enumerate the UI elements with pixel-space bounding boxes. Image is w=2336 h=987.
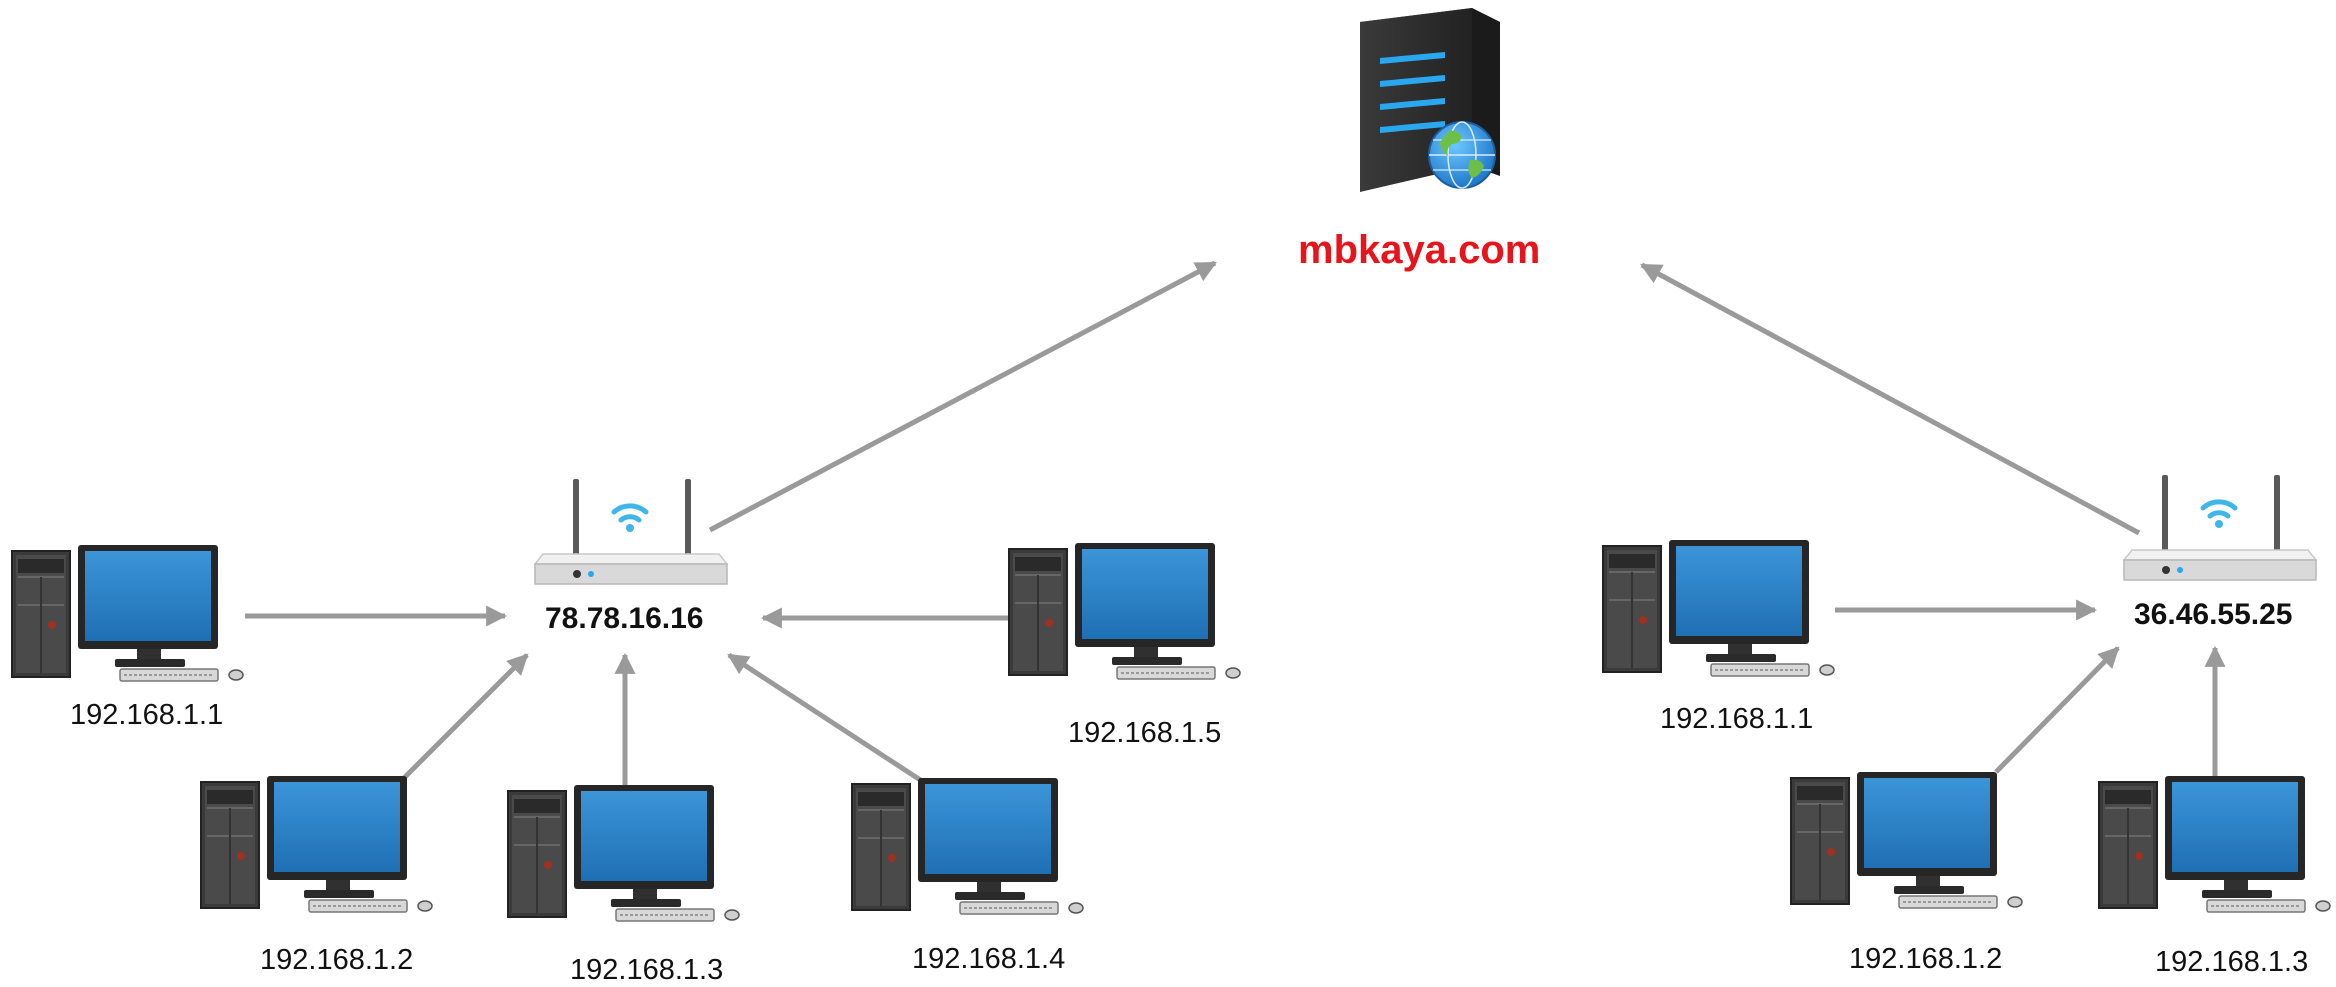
host-ip-label: 192.168.1.2 bbox=[260, 944, 414, 976]
host-ip-label: 192.168.1.2 bbox=[1849, 943, 2003, 975]
host-ip-label: 192.168.1.4 bbox=[912, 943, 1066, 975]
desktop-computer-icon bbox=[1008, 542, 1241, 680]
arrow-router-right-to-server bbox=[1640, 262, 2141, 536]
desktop-computer-icon bbox=[1602, 539, 1835, 677]
wifi-router-icon bbox=[535, 479, 727, 584]
desktop-computer-icon bbox=[2098, 775, 2331, 913]
host-ip-label: 192.168.1.3 bbox=[570, 954, 724, 986]
desktop-computer-icon bbox=[851, 777, 1084, 915]
desktop-computer-icon bbox=[1790, 771, 2023, 909]
host-ip-label: 192.168.1.3 bbox=[2155, 946, 2309, 978]
arrow-pc4-to-router-left bbox=[727, 652, 930, 788]
host-ip-label: 192.168.1.1 bbox=[70, 699, 224, 731]
desktop-computer-icon bbox=[200, 775, 433, 913]
host-ip-label: 192.168.1.5 bbox=[1068, 717, 1222, 749]
arrow-router-left-to-server bbox=[708, 260, 1217, 533]
desktop-computer-icon bbox=[11, 544, 244, 682]
server-domain-label: mbkaya.com bbox=[1298, 228, 1541, 272]
arrow-pc2-to-router-left bbox=[398, 653, 529, 784]
wifi-router-icon bbox=[2124, 475, 2316, 580]
desktop-computer-icon bbox=[507, 784, 740, 922]
arrow-pc2-to-router-right bbox=[1994, 646, 2120, 774]
web-server-icon bbox=[1360, 8, 1500, 192]
router-ip-label: 36.46.55.25 bbox=[2134, 598, 2293, 631]
host-ip-label: 192.168.1.1 bbox=[1660, 703, 1814, 735]
router-ip-label: 78.78.16.16 bbox=[545, 602, 704, 635]
